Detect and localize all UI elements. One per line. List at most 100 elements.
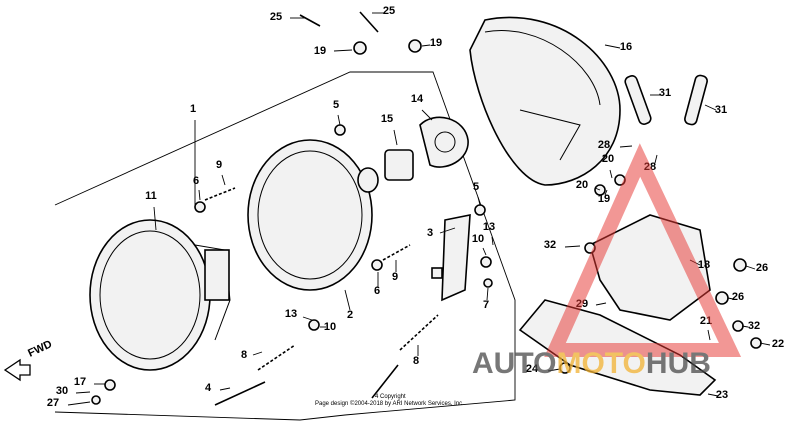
leader-line (707, 393, 719, 397)
leader-line (619, 145, 633, 148)
part-label-6: 6 (374, 285, 380, 297)
part-label-13: 13 (285, 308, 297, 320)
leader-line (547, 368, 561, 372)
leader-line (439, 227, 456, 234)
copyright-line2: Page design ©2004-2018 by ARI Network Se… (315, 400, 464, 407)
leader-line (221, 174, 226, 186)
part-label-4: 4 (205, 382, 212, 394)
screw-left (214, 381, 266, 406)
leader-line (745, 265, 756, 270)
watermark-triangle (544, 143, 742, 357)
leader-line (153, 206, 157, 231)
part-label-23: 23 (716, 389, 728, 401)
part-label-13: 13 (483, 221, 495, 233)
watermark-text-hub: HUB (646, 347, 711, 380)
part-label-25: 25 (270, 11, 282, 23)
leader-line (252, 351, 263, 356)
part-label-19: 19 (430, 37, 442, 49)
leader-line (333, 49, 353, 52)
headlight-lens (89, 219, 231, 371)
part-label-26: 26 (732, 291, 744, 303)
part-label-5: 5 (333, 99, 339, 111)
part-label-26: 26 (756, 262, 768, 274)
leader-line (337, 114, 341, 126)
headlight-bulb (357, 149, 414, 193)
assembly-boundary (54, 71, 516, 421)
part-label-20: 20 (576, 179, 588, 191)
leader-line (654, 154, 658, 164)
rod-left (624, 75, 652, 125)
leader-line (704, 104, 717, 111)
part-label-11: 11 (145, 190, 157, 202)
part-label-19: 19 (598, 193, 610, 205)
part-label-20: 20 (602, 153, 614, 165)
part-label-19: 19 (314, 45, 326, 57)
leader-line (727, 297, 734, 300)
part-label-6: 6 (193, 175, 199, 187)
leader-line (344, 289, 351, 311)
part-label-18: 18 (698, 259, 710, 271)
part-label-8: 8 (413, 355, 419, 367)
adjusting-spring-upper (257, 344, 296, 371)
copyright-line1: 4 Copyright (375, 394, 406, 400)
part-label-5: 5 (473, 181, 479, 193)
part-label-17: 17 (74, 376, 86, 388)
part-label-10: 10 (324, 321, 336, 333)
part-label-7: 7 (483, 299, 489, 311)
leader-line (564, 245, 581, 248)
part-label-28: 28 (598, 139, 610, 151)
headlight-case (469, 16, 621, 186)
leader-line (75, 391, 91, 394)
leader-line (741, 325, 749, 328)
part-label-14: 14 (411, 93, 424, 105)
part-label-22: 22 (772, 338, 784, 350)
headlight-rim (247, 139, 373, 291)
leader-line (477, 196, 481, 206)
watermark: AUTOMOTOHUB (472, 143, 742, 380)
part-label-27: 27 (47, 397, 59, 409)
part-label-30: 30 (56, 385, 68, 397)
bracket (441, 214, 471, 302)
watermark-text-auto: AUTO (472, 347, 556, 380)
spring-9-left (204, 187, 236, 201)
fasteners (91, 11, 762, 405)
adjusting-spring-lower (399, 314, 439, 351)
fwd-arrow: FWD (3, 338, 54, 382)
leader-line (421, 109, 433, 121)
part-label-31: 31 (659, 87, 671, 99)
spring-9-right (382, 244, 411, 261)
leader-line (707, 329, 711, 341)
bulb-socket (419, 116, 469, 168)
leader-line (594, 187, 601, 191)
leader-line (604, 189, 608, 196)
part-label-16: 16 (620, 41, 632, 53)
part-label-2: 2 (347, 309, 353, 321)
part-label-8: 8 (241, 349, 247, 361)
part-label-25: 25 (383, 5, 395, 17)
leader-line (486, 287, 489, 301)
leader-line (421, 44, 431, 47)
watermark-text-moto: MOTO (556, 347, 645, 380)
part-label-10: 10 (472, 233, 484, 245)
part-label-1: 1 (190, 103, 196, 115)
part-label-9: 9 (392, 271, 398, 283)
part-label-15: 15 (381, 113, 393, 125)
leader-line (302, 316, 313, 321)
leader-line (759, 342, 771, 346)
leader-line (604, 44, 621, 49)
leader-line (393, 129, 398, 146)
part-label-3: 3 (427, 227, 433, 239)
leader-line (491, 236, 494, 246)
leader-line (595, 302, 607, 306)
part-label-32: 32 (544, 239, 556, 251)
svg-text:AUTOMOTOHUB: AUTOMOTOHUB (472, 347, 711, 380)
leader-line (198, 189, 201, 201)
part-label-24: 24 (526, 363, 539, 375)
rod-right (684, 74, 708, 126)
leader-line (609, 169, 613, 179)
part-label-32: 32 (748, 320, 760, 332)
screw-center (371, 364, 399, 399)
part-label-31: 31 (715, 104, 727, 116)
